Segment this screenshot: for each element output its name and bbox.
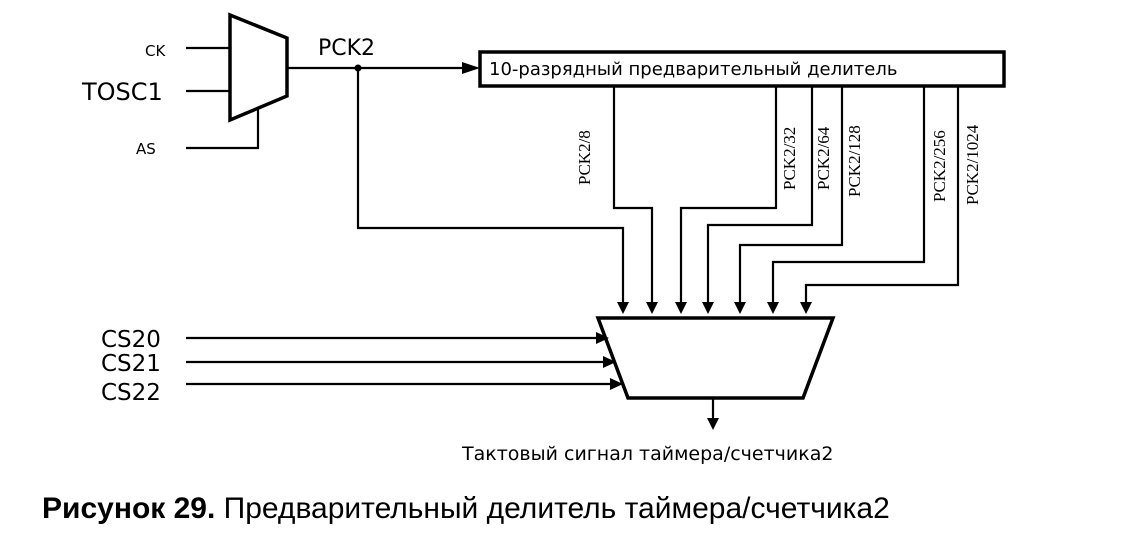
figure-number: Рисунок 29.	[42, 492, 216, 525]
tap-wire-128	[738, 86, 844, 306]
mux-arrow-1	[617, 302, 629, 314]
cs22-arrow	[610, 378, 623, 390]
tap-wire-8	[612, 86, 654, 306]
prescaler-box	[478, 50, 1006, 88]
figure-caption: Рисунок 29. Предварительный делитель тай…	[42, 492, 890, 526]
prescaler-label: 10-разрядный предварительный делитель	[489, 59, 897, 80]
cs20-label: CS20	[101, 327, 161, 353]
pck2-label: PCK2	[318, 36, 375, 61]
output-arrow	[707, 418, 719, 430]
mux-arrow-5	[734, 302, 746, 314]
output-mux	[595, 316, 836, 400]
as-label: AS	[136, 140, 156, 158]
tap-label-256: PCK2/256	[930, 130, 949, 202]
tap-label-64: PCK2/64	[814, 126, 833, 190]
tap-wire-64	[706, 86, 814, 306]
input-mux	[228, 12, 289, 123]
tap-wire-256	[771, 86, 926, 306]
tap-label-32: PCK2/32	[780, 127, 799, 190]
tap-wire-1024	[804, 86, 960, 306]
mux-arrow-4	[702, 302, 714, 314]
prescaler-diagram: CK TOSC1 AS PCK2 10-разрядный предварите…	[81, 12, 1006, 465]
mux-arrow-6	[767, 302, 779, 314]
figure-title: Предварительный делитель таймера/счетчик…	[215, 492, 890, 525]
mux-arrow-3	[675, 302, 687, 314]
ck-label: CK	[145, 42, 166, 60]
tap-label-8: PCK2/8	[575, 130, 594, 185]
tap-label-1024: PCK2/1024	[963, 124, 982, 205]
tosc1-label: TOSC1	[81, 78, 163, 106]
cs21-label: CS21	[101, 351, 161, 377]
tap-label-128: PCK2/128	[845, 125, 864, 197]
prescaler-input-arrow	[462, 62, 480, 74]
output-label: Тактовый сигнал таймера/счетчика2	[461, 443, 833, 465]
mux-arrow-2	[646, 302, 658, 314]
mux-arrow-7	[800, 302, 812, 314]
pck2-bypass-wire	[356, 68, 625, 306]
as-wire	[186, 108, 260, 150]
cs20-arrow	[596, 332, 609, 344]
cs21-arrow	[603, 356, 616, 368]
tap-wire-32	[679, 86, 778, 306]
cs22-label: CS22	[101, 380, 161, 406]
